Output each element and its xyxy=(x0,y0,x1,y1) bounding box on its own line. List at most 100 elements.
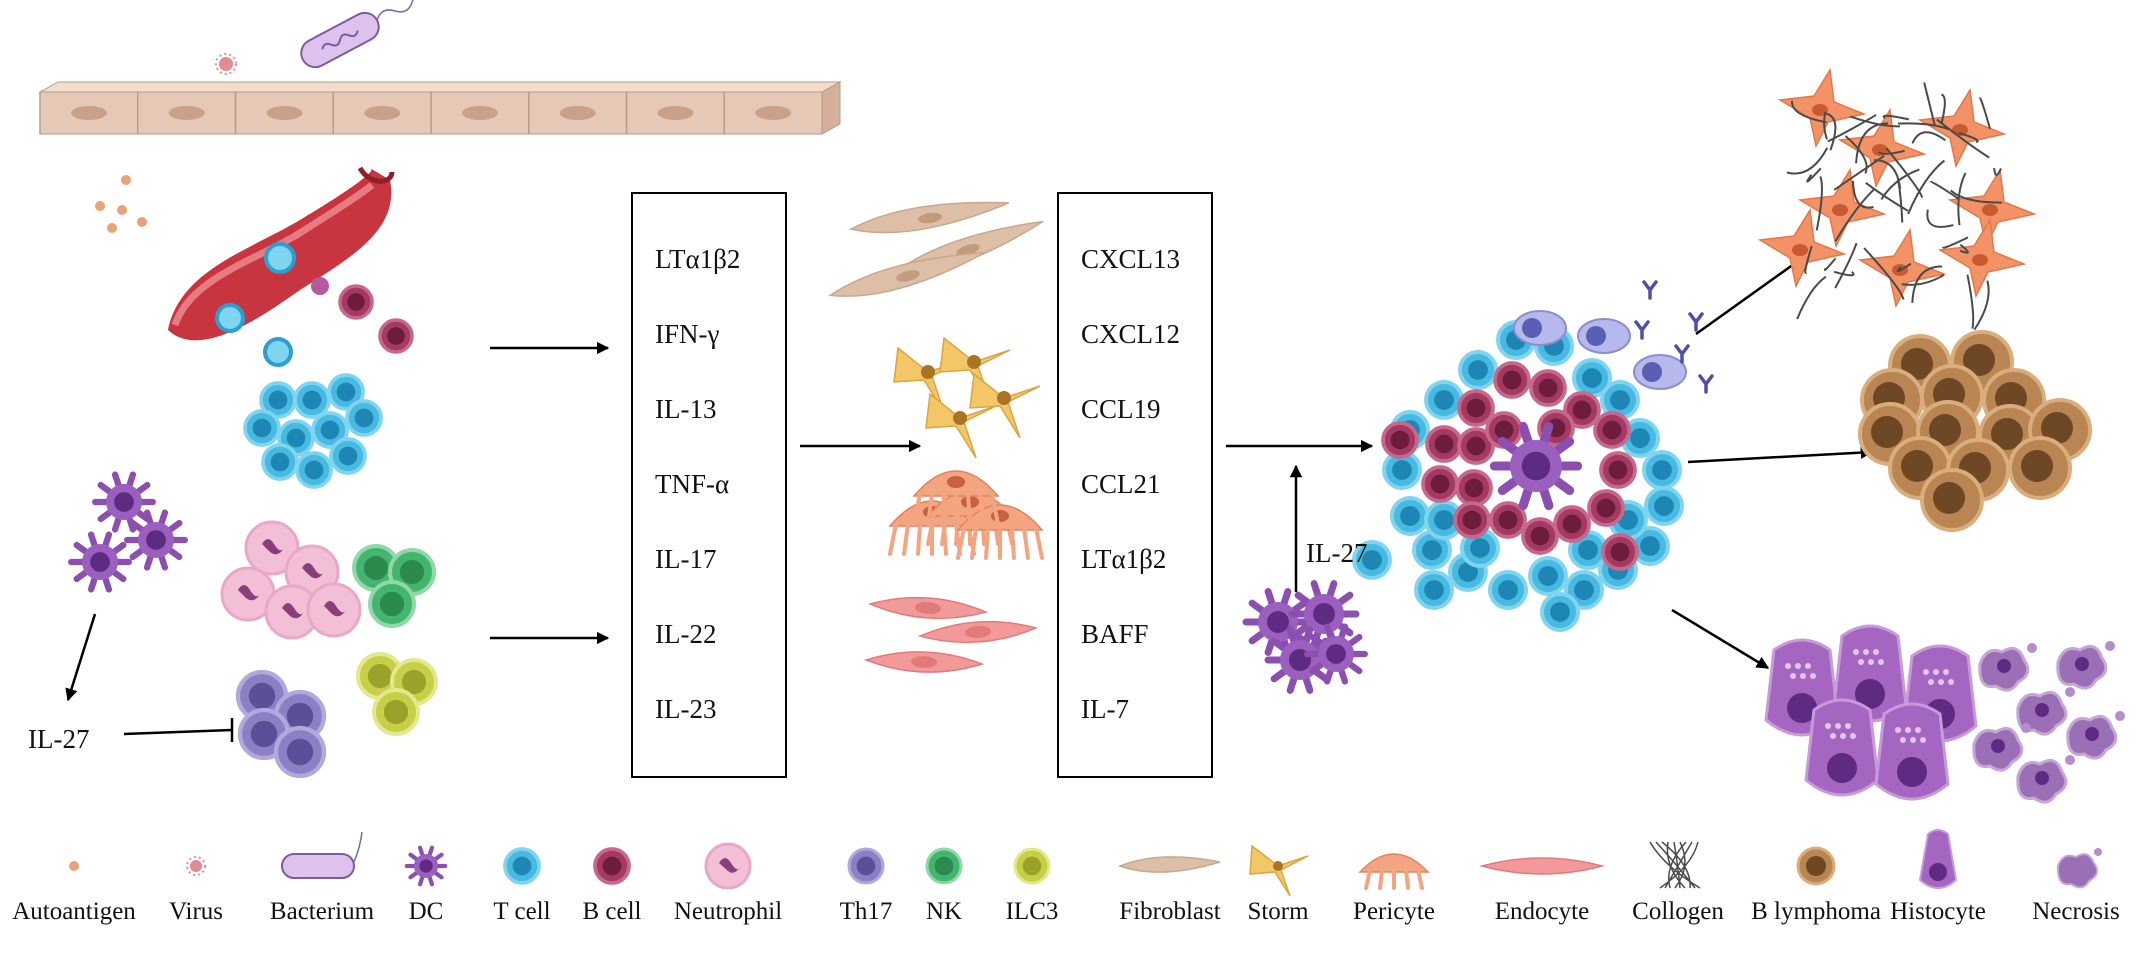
pericyte-icon xyxy=(1358,853,1430,890)
ilc3-icon xyxy=(1013,847,1051,885)
legend-label: Collogen xyxy=(1632,898,1724,925)
stromal-cells xyxy=(828,201,1044,673)
histiocyte xyxy=(1804,698,1880,797)
fibroblast xyxy=(1777,67,1867,149)
stromal-cell xyxy=(925,392,997,459)
bacterium-icon xyxy=(300,0,431,69)
legend-label: B cell xyxy=(582,898,642,925)
autoantigen-icon xyxy=(69,861,79,871)
legend-label: Autoantigen xyxy=(12,898,136,925)
fibroblast xyxy=(1937,217,2027,299)
dendritic-cell-icon xyxy=(404,845,448,887)
necrotic-cell xyxy=(2066,711,2125,760)
dendritic-cell xyxy=(124,509,188,571)
virus-icon xyxy=(186,856,206,876)
innate-cell-groups xyxy=(220,520,438,779)
fibrosis-collagen-fibroblasts xyxy=(1757,67,2037,331)
legend-label: Bacterium xyxy=(269,898,375,925)
stromal-cell-icon xyxy=(1249,844,1309,897)
legend-label: Pericyte xyxy=(1353,898,1435,925)
legend-label: Storm xyxy=(1247,898,1309,925)
dendritic-cell xyxy=(68,531,132,593)
necrotic-cell xyxy=(1978,643,2037,692)
legend-label: Histocyte xyxy=(1890,898,1986,925)
extravasating-t-cells xyxy=(215,242,329,367)
endothelial-cell-icon xyxy=(1479,857,1605,875)
stromal-cell xyxy=(893,346,965,413)
dendritic-cell xyxy=(1264,626,1336,694)
necrotic-cell xyxy=(2056,641,2115,690)
cytokine-item: IL-17 xyxy=(655,544,717,574)
antibody-icon xyxy=(1642,280,1658,300)
necrotic-cell xyxy=(2016,755,2075,804)
endothelial-cell xyxy=(867,596,989,620)
dendritic-cell xyxy=(1489,421,1583,511)
collagen-icon xyxy=(1649,841,1701,889)
legend-label: DC xyxy=(408,898,444,925)
cytokine-item: IL-22 xyxy=(655,619,717,649)
histiocyte xyxy=(1874,702,1950,801)
b-lymphoma-cluster xyxy=(1858,330,2092,532)
antibody-icon xyxy=(1634,320,1650,340)
chemokine-item: BAFF xyxy=(1081,619,1149,649)
fibroblast xyxy=(848,201,1009,234)
stromal-cell xyxy=(969,372,1041,439)
histiocyte xyxy=(1832,624,1908,723)
chemokine-item: CXCL13 xyxy=(1081,244,1181,274)
tertiary-lymphoid-structure xyxy=(1352,280,1714,632)
nk-cell-icon xyxy=(925,847,963,885)
chemokine-item: CXCL12 xyxy=(1081,319,1181,349)
chemokine-item: LTα1β2 xyxy=(1081,544,1167,574)
b-cell-icon xyxy=(593,847,631,885)
arrows-left xyxy=(65,341,610,742)
t-cell-icon xyxy=(503,847,541,885)
fibroblast-icon xyxy=(1117,856,1221,873)
dendritic-cell xyxy=(404,845,448,887)
cytokine-box: LTα1β2 IFN-γ IL-13 TNF-α IL-17 IL-22 IL-… xyxy=(631,192,787,778)
cytokine-item: TNF-α xyxy=(655,469,730,499)
epithelial-layer xyxy=(38,81,842,135)
arrows-right xyxy=(1671,252,1874,670)
antibody-icon xyxy=(1698,374,1714,394)
epithelial-cells xyxy=(39,92,792,134)
autoantigen-cluster xyxy=(95,175,147,233)
legend-label: Virus xyxy=(168,898,224,925)
legend-label: T cell xyxy=(493,898,551,925)
fibroblast xyxy=(828,252,986,297)
dendritic-cell xyxy=(1304,623,1368,685)
cytokine-item: IFN-γ xyxy=(655,319,720,349)
il27-label-left: IL-27 xyxy=(28,724,90,754)
dendritic-cell-cluster xyxy=(68,471,188,593)
dendritic-cell xyxy=(92,471,156,533)
pericyte xyxy=(912,470,1000,526)
antibody-icon xyxy=(1688,312,1704,332)
necrosis-icon xyxy=(2056,848,2102,889)
fibroblast xyxy=(1947,167,2037,249)
cytokine-item: IL-23 xyxy=(655,694,717,724)
chemokine-item: CCL19 xyxy=(1081,394,1161,424)
necrotic-cell xyxy=(2016,687,2075,736)
endothelial-cell xyxy=(917,620,1039,644)
endothelial-cell xyxy=(863,651,985,673)
fibroblast xyxy=(1757,207,1847,289)
dendritic-cell-cluster-right xyxy=(1242,580,1368,694)
neutrophil-icon xyxy=(704,842,752,890)
histiocyte-cluster xyxy=(1764,624,1978,801)
cytokine-item: LTα1β2 xyxy=(655,244,741,274)
pericyte xyxy=(956,504,1044,560)
antibody-icon xyxy=(1674,344,1690,364)
b-lymphoma-icon xyxy=(1796,846,1836,886)
chemokine-item: CCL21 xyxy=(1081,469,1161,499)
legend-label: Endocyte xyxy=(1494,898,1590,925)
chemokine-item: IL-7 xyxy=(1081,694,1129,724)
il27-label-right: IL-27 xyxy=(1306,538,1368,568)
virus-icon xyxy=(215,53,237,75)
legend-label: Necrosis xyxy=(2032,898,2120,925)
legend-label: Th17 xyxy=(839,898,893,925)
histiocyte-icon xyxy=(1918,829,1958,889)
th17-icon xyxy=(847,847,885,885)
bacterium-icon xyxy=(281,831,363,879)
necrotic-cell xyxy=(1972,723,2031,772)
